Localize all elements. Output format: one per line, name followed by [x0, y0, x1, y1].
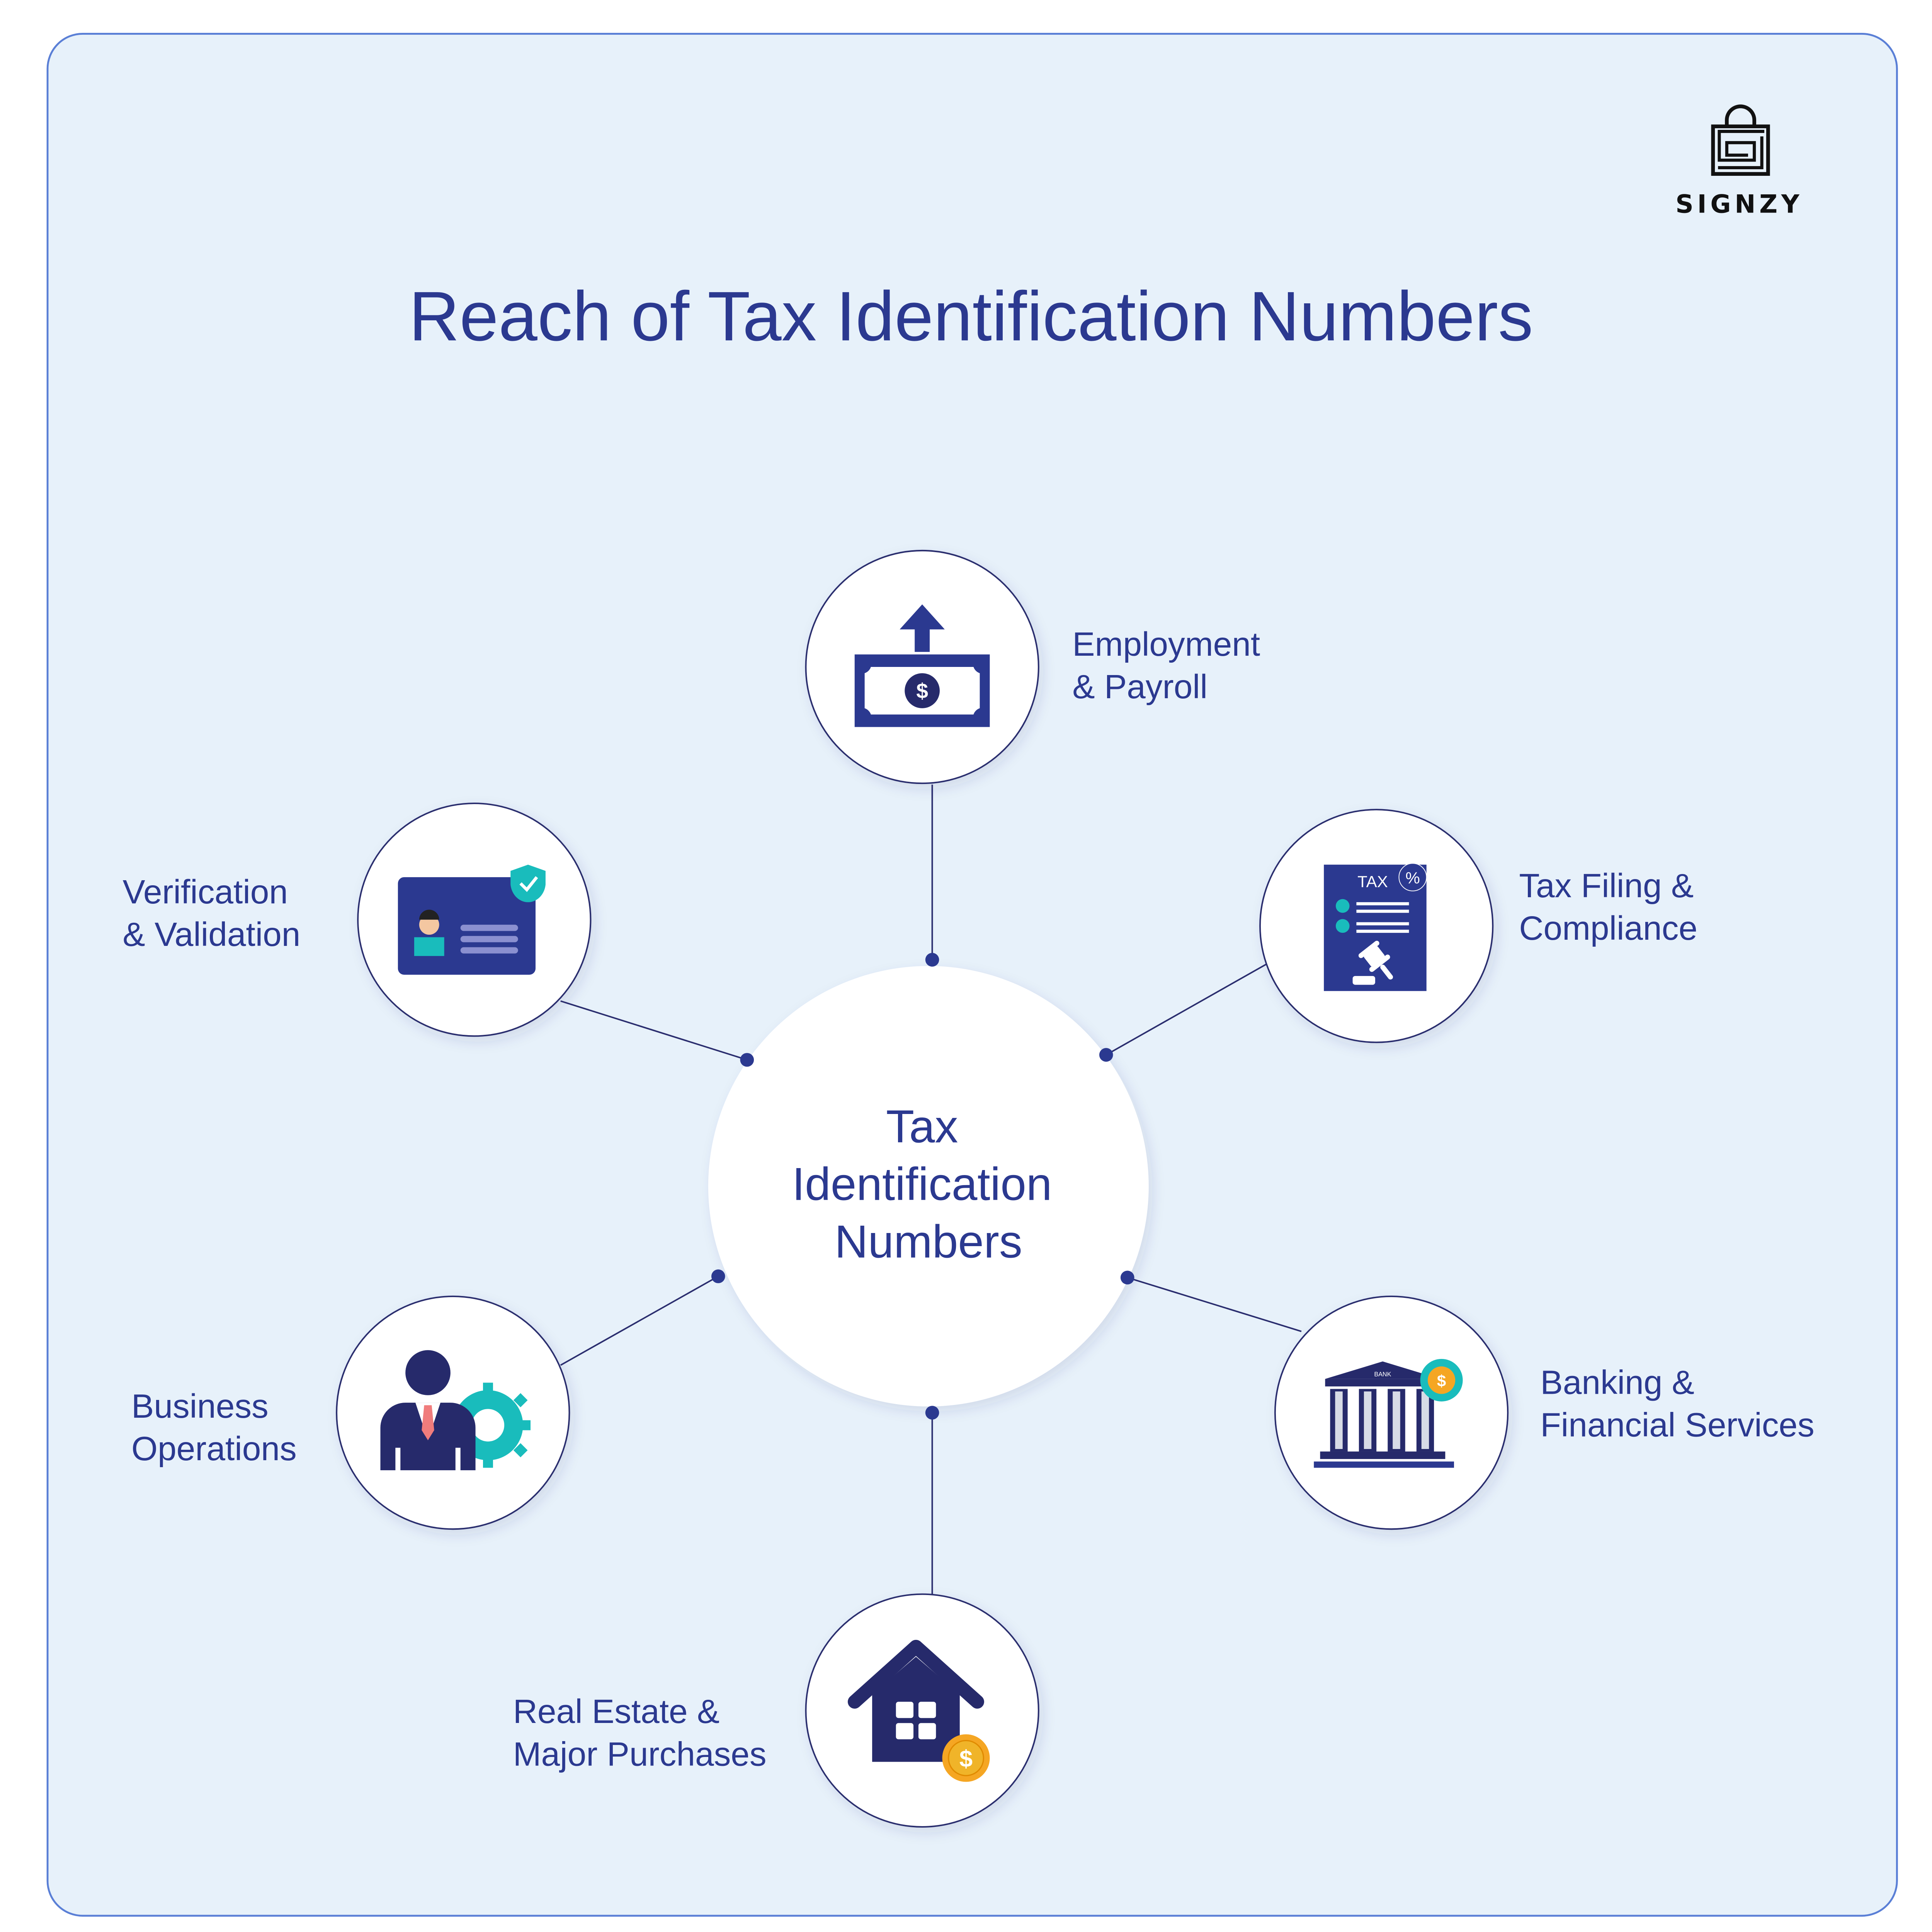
bank-icon: BANK $ [1314, 1359, 1463, 1468]
connector-lines [560, 784, 1302, 1594]
connector-banking [1127, 1277, 1302, 1332]
center-line: Numbers [835, 1216, 1022, 1268]
label-line: Financial Services [1540, 1406, 1814, 1444]
money-upload-icon: $ [854, 604, 990, 727]
bank-icon-text: BANK [1374, 1371, 1391, 1378]
center-line: Identification [792, 1159, 1052, 1210]
label-verification: Verification & Validation [122, 873, 300, 953]
node-business [336, 1295, 570, 1530]
svg-text:$: $ [916, 679, 928, 703]
brand-name: SIGNZY [1675, 190, 1803, 219]
label-line: Tax Filing & [1519, 867, 1694, 905]
dot-banking [1120, 1270, 1134, 1285]
label-line: Operations [131, 1430, 297, 1468]
label-line: Business [131, 1387, 269, 1425]
dot-business [711, 1269, 725, 1283]
tax-document-icon: TAX % [1324, 863, 1427, 991]
businessman-gear-icon [380, 1350, 531, 1471]
center-label: Tax Identification Numbers [792, 1101, 1065, 1268]
node-verification [357, 803, 592, 1037]
dot-real-estate [925, 1406, 939, 1420]
dot-verification [740, 1053, 754, 1067]
connector-tax-filing [1105, 963, 1268, 1056]
label-real-estate: Real Estate & Major Purchases [513, 1692, 767, 1773]
label-line: & Payroll [1072, 668, 1208, 706]
node-banking: BANK $ [1274, 1295, 1509, 1530]
percent-badge: % [1405, 869, 1420, 887]
center-line: Tax [886, 1101, 958, 1153]
id-card-shield-icon [398, 864, 546, 975]
signzy-logo: SIGNZY [1675, 104, 1803, 219]
svg-text:$: $ [959, 1746, 973, 1772]
label-line: & Validation [122, 915, 300, 953]
dot-tax-filing [1099, 1048, 1113, 1062]
label-line: Verification [122, 873, 288, 911]
label-line: Compliance [1519, 909, 1697, 947]
label-tax-filing: Tax Filing & Compliance [1519, 867, 1703, 947]
padlock-logo-icon [1711, 104, 1770, 176]
label-employment: Employment & Payroll [1072, 625, 1269, 706]
dot-employment [925, 952, 939, 967]
node-employment: $ [805, 549, 1039, 784]
label-line: Real Estate & [513, 1692, 720, 1730]
node-tax-filing: TAX % [1259, 809, 1494, 1043]
label-line: Banking & [1540, 1364, 1694, 1401]
connector-business [560, 1276, 719, 1366]
house-dollar-icon: $ [847, 1639, 990, 1782]
node-real-estate: $ [805, 1593, 1039, 1828]
tax-icon-text: TAX [1357, 872, 1388, 891]
svg-text:$: $ [1437, 1372, 1446, 1390]
label-banking: Banking & Financial Services [1540, 1364, 1814, 1444]
label-line: Major Purchases [513, 1735, 767, 1773]
label-line: Employment [1072, 625, 1260, 663]
page-title: Reach of Tax Identification Numbers [409, 277, 1533, 355]
label-business: Business Operations [131, 1387, 297, 1468]
connector-verification [560, 1000, 747, 1061]
center-node [708, 966, 1149, 1406]
